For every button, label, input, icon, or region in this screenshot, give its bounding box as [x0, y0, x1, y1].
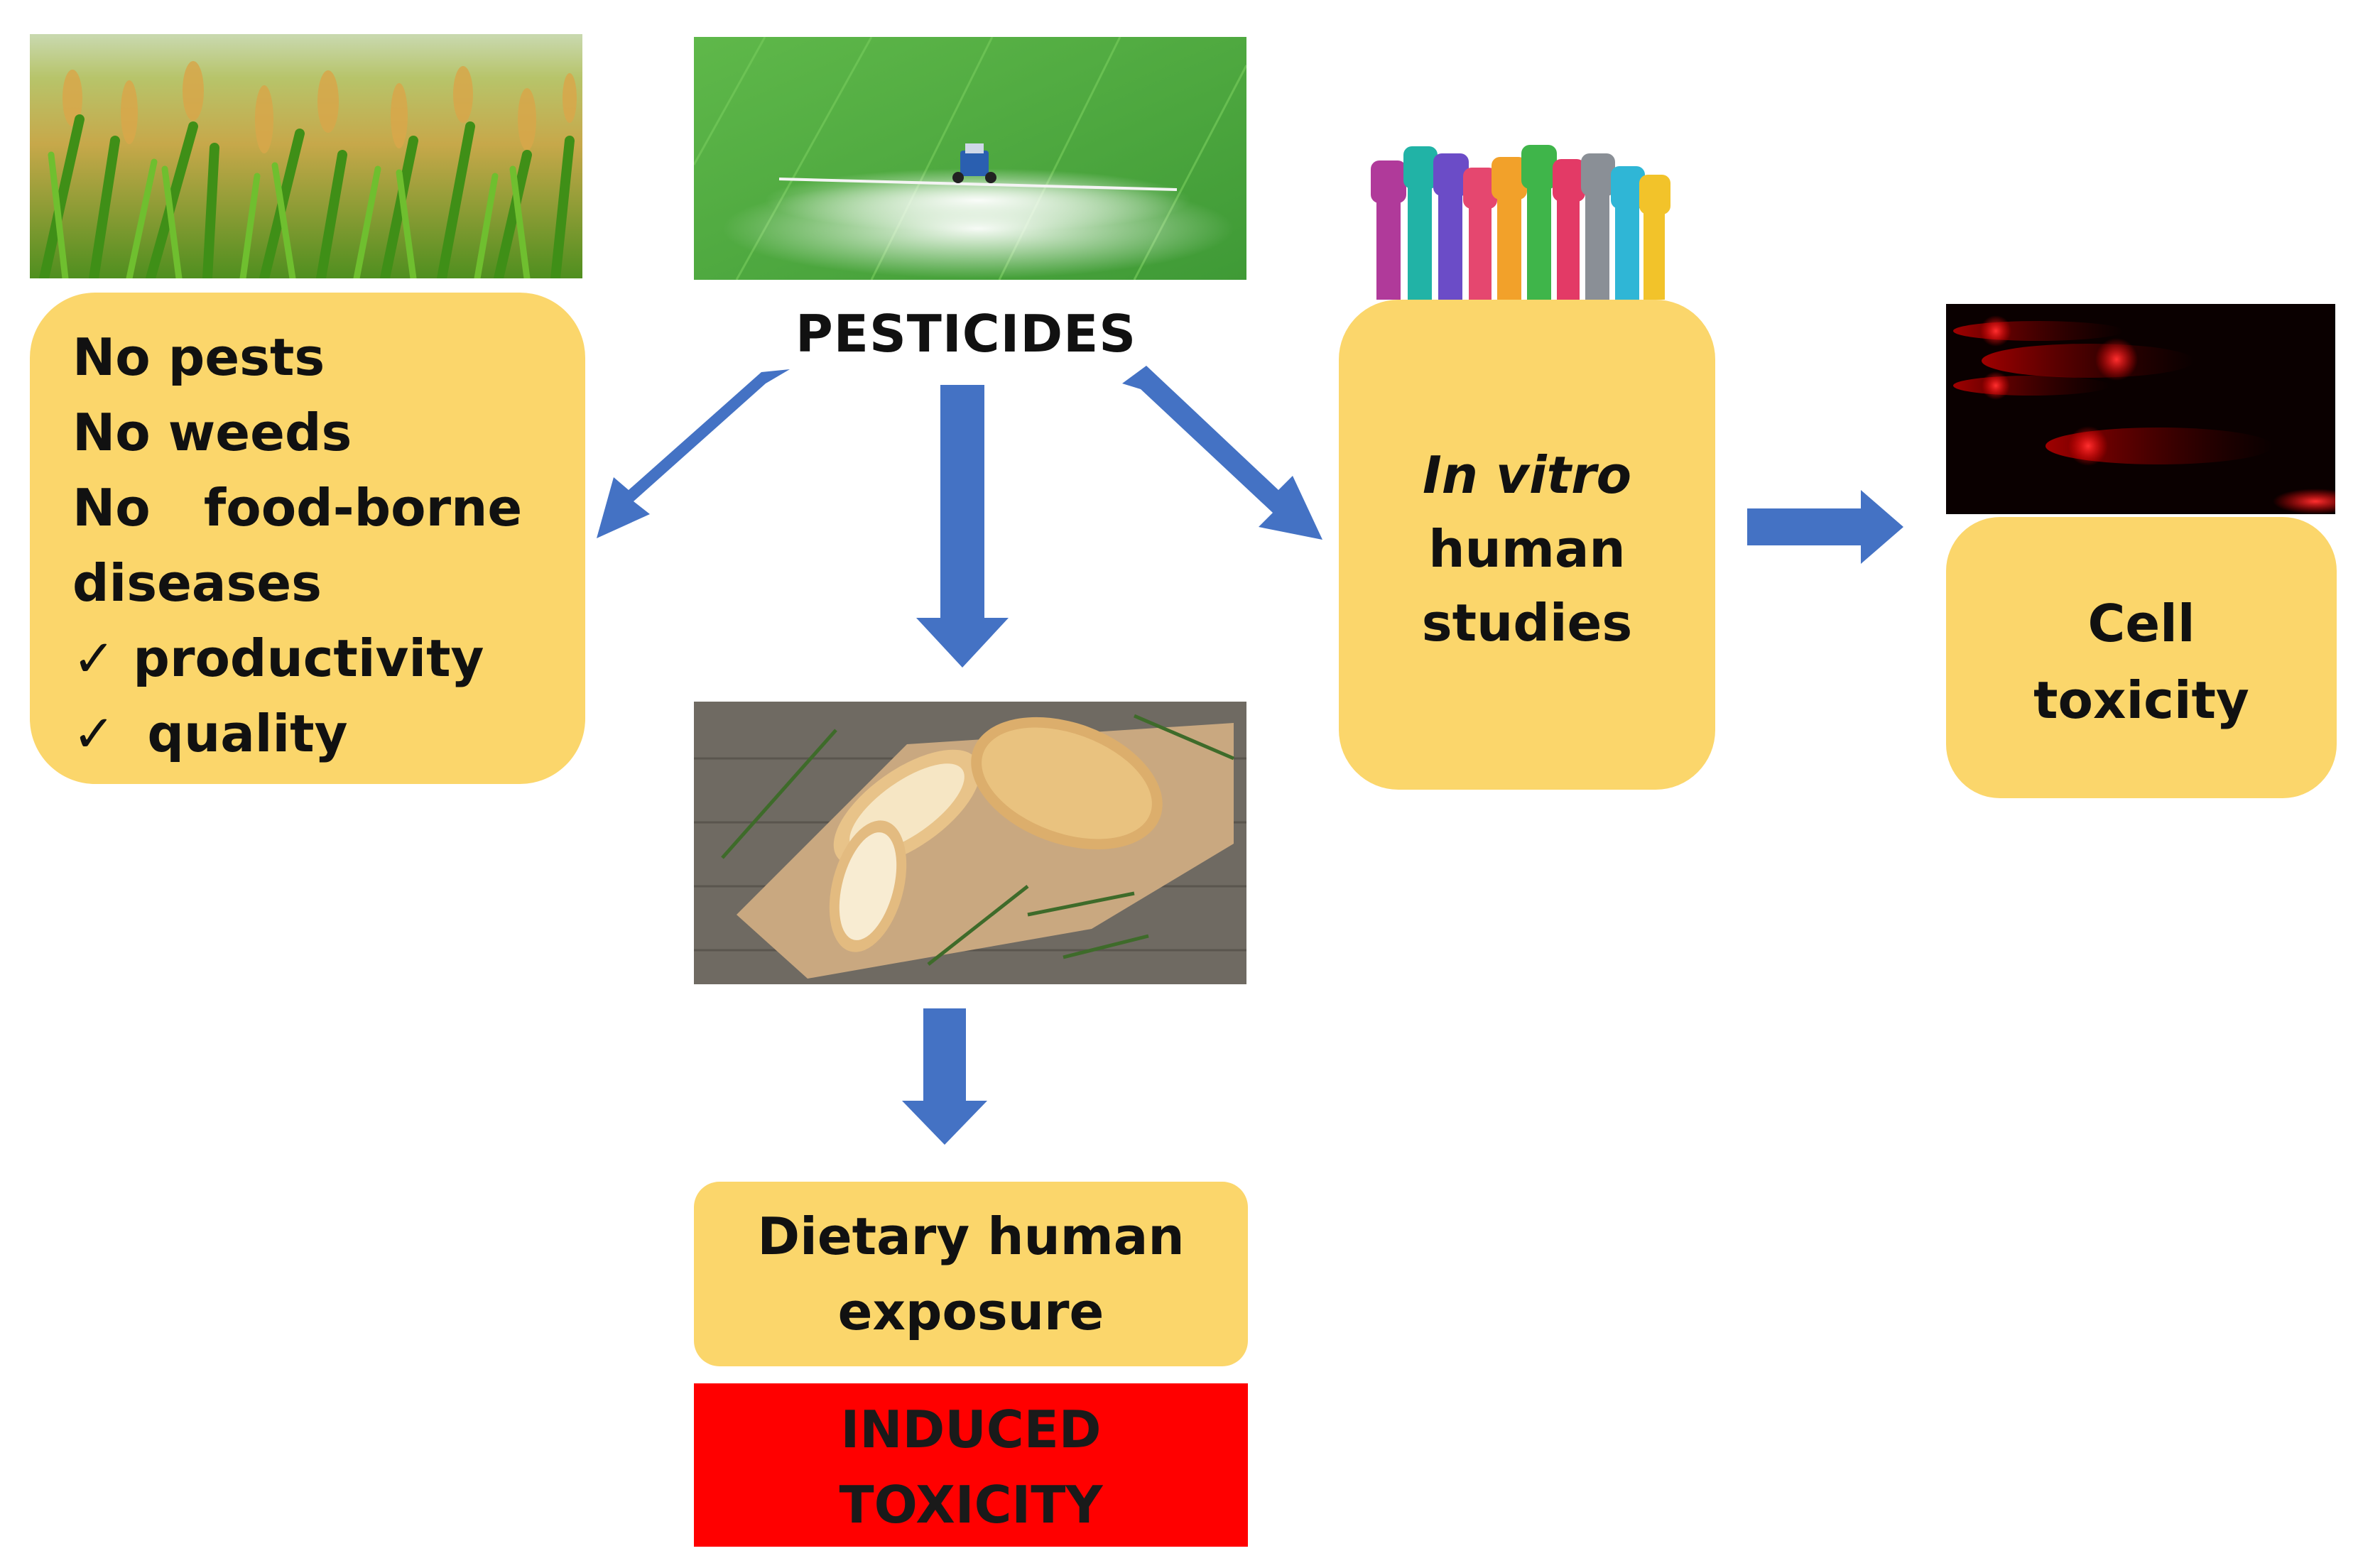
benefit-no-pests: No pests — [72, 327, 325, 387]
benefit-quality: ✓ quality — [72, 696, 585, 771]
bread-photo — [694, 702, 1246, 984]
toxicity-label: toxicity — [2033, 670, 2249, 730]
rice-field-photo — [30, 34, 582, 278]
benefit-quality-label: quality — [147, 704, 348, 763]
dietary-human-label: Dietary human — [757, 1207, 1185, 1266]
cell-label: Cell — [2087, 594, 2195, 653]
raised-hands-illustration — [1349, 132, 1705, 300]
check-mark-icon: ✓ — [72, 628, 116, 688]
benefits-box: No pests No weeds No food-borne diseases… — [30, 293, 585, 784]
pesticides-label: PESTICIDES — [795, 304, 1137, 364]
arrow-to-benefits — [597, 369, 790, 538]
in-vitro-box: In vitro human studies — [1339, 300, 1715, 790]
benefit-productivity: ✓ productivity — [72, 621, 585, 696]
check-mark-icon: ✓ — [72, 704, 116, 763]
in-vitro-human: human — [1428, 519, 1626, 579]
induced-toxicity-box: INDUCED TOXICITY — [694, 1383, 1248, 1547]
arrow-to-cell-toxicity — [1747, 490, 1903, 564]
benefit-no-weeds: No weeds — [72, 403, 352, 462]
benefit-productivity-label: productivity — [133, 628, 484, 688]
in-vitro-studies: studies — [1421, 593, 1633, 653]
toxicity-caps-label: TOXICITY — [839, 1475, 1103, 1535]
arrow-to-dietary — [902, 1008, 987, 1145]
benefit-no-foodborne: No food-borne — [72, 478, 523, 538]
induced-label: INDUCED — [840, 1400, 1102, 1459]
in-vitro-label: In vitro — [1422, 445, 1632, 505]
benefit-diseases: diseases — [72, 553, 322, 613]
arrow-to-bread — [916, 385, 1009, 668]
dietary-exposure-box: Dietary human exposure — [694, 1182, 1248, 1366]
comet-assay-image — [1946, 304, 2335, 514]
exposure-label: exposure — [837, 1282, 1104, 1341]
cell-toxicity-box: Cell toxicity — [1946, 517, 2337, 798]
arrow-to-in-vitro — [1122, 366, 1322, 540]
tractor-spraying-photo — [694, 37, 1246, 280]
